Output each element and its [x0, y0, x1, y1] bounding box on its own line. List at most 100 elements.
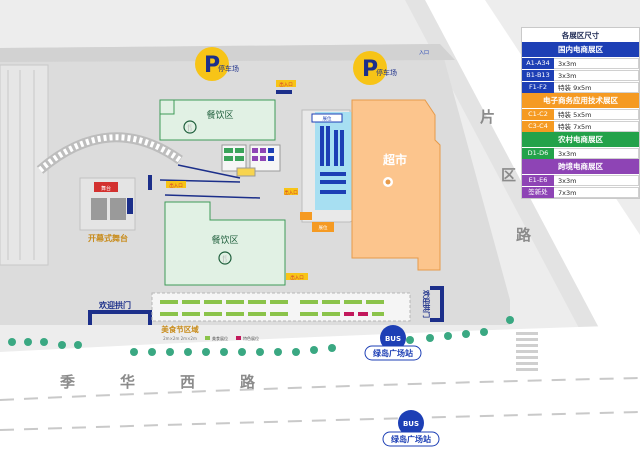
dining-bottom-label: 餐饮区	[211, 234, 238, 246]
road-east-label-1: 片	[480, 108, 495, 126]
welcome-arch-left-label: 欢迎拱门	[98, 300, 131, 310]
dining-area-top	[159, 99, 276, 141]
dining-top-label: 餐饮区	[206, 109, 233, 121]
legend-code: B1-B13	[522, 70, 554, 81]
legend-code: A1-A34	[522, 58, 554, 69]
dining-area-bottom	[164, 201, 286, 286]
booth-grid	[320, 126, 346, 194]
legend-size: 特装 5x5m	[554, 109, 639, 120]
entrance-3: 出入口	[284, 189, 298, 196]
tech-booth-1-text: 展位	[319, 224, 328, 231]
entrance-4: 出入口	[290, 274, 304, 281]
road-south-label-4: 路	[240, 373, 256, 391]
bus-stop-1-label: 绿岛广场站	[373, 348, 413, 358]
legend-size: 特装 9x5m	[554, 82, 639, 93]
legend-code: C3-C4	[522, 121, 554, 132]
entrance-tags: 出入口 出入口 出入口 出入口	[166, 80, 308, 281]
east-road-curb	[405, 0, 600, 330]
legend-code: E1-E6	[522, 175, 554, 186]
supermarket	[351, 99, 441, 271]
legend-section-header: 国内电商展区	[522, 42, 639, 57]
legend-code: F1-F2	[522, 82, 554, 93]
legend-size: 3x3m	[554, 58, 639, 69]
booth-sign	[311, 113, 343, 123]
booth-sign-text: 展位	[323, 115, 332, 122]
dining-top-corner	[159, 99, 175, 115]
utensils-icon-glyph: 🍴	[186, 123, 195, 132]
parking-right: P 停车场	[353, 51, 397, 85]
left-building-windows	[7, 70, 35, 260]
legend-size: 3x3m	[554, 70, 639, 81]
entrance-1: 出入口	[279, 81, 293, 88]
road-lane-2	[0, 411, 640, 431]
food-stalls	[160, 300, 384, 316]
legend-code: D1-D6	[522, 148, 554, 159]
road-south-label-3: 西	[180, 373, 195, 391]
cart-icon-inner	[385, 179, 391, 185]
food-legend-swatch-2	[236, 336, 241, 340]
welcome-arch-right-label: 欢迎拱门	[422, 289, 431, 318]
stage-banner-text: 舞台	[101, 185, 111, 192]
stage-banner	[94, 182, 118, 192]
legend-code: C1-C2	[522, 109, 554, 120]
parking-p-icon: P	[204, 53, 220, 78]
food-festival-zone	[151, 292, 411, 322]
tech-booth-1	[312, 222, 334, 232]
road-east-label-2: 区	[501, 166, 516, 184]
parking-p-icon-2: P	[362, 57, 378, 82]
stage-seats	[91, 198, 126, 220]
venue-edge	[0, 44, 455, 62]
road-east-label-3: 路	[516, 226, 532, 244]
stage-screen	[127, 198, 133, 214]
legend-size: 3x3m	[554, 148, 639, 159]
bus-stop-2-label: 绿岛广场站	[391, 434, 431, 444]
road-south-label-2: 华	[120, 373, 135, 391]
legend-title: 各展区尺寸	[522, 28, 639, 42]
trees	[8, 316, 514, 356]
top-entrance-label: 入口	[419, 50, 429, 56]
road-south-label-1: 季	[60, 373, 75, 391]
arch-markers	[88, 90, 444, 325]
food-legend-swatch-1	[205, 336, 210, 340]
arch-structure	[36, 132, 183, 174]
utensils-icon-2	[218, 251, 232, 265]
bus-stop-2: BUS 绿岛广场站	[382, 410, 440, 447]
legend-section-header: 农村电商展区	[522, 132, 639, 147]
legend-size: 3x3m	[554, 175, 639, 186]
walk-paths	[159, 164, 261, 199]
utensils-icon-2-glyph: 🍴	[221, 254, 230, 263]
legend-size: 7x3m	[554, 187, 639, 198]
parking-left-label: 停车场	[218, 64, 239, 73]
entrance-2: 出入口	[169, 182, 183, 189]
zebra-crossing	[516, 332, 538, 371]
legend-section-header: 跨境电商展区	[522, 159, 639, 174]
road-lane-1	[0, 377, 640, 401]
legend-code: 签新处	[522, 187, 554, 198]
bus-icon-2: BUS	[403, 420, 419, 428]
food-festival-caption: 2m×2m 2m×2m	[163, 336, 197, 341]
legend-size: 特装 7x5m	[554, 121, 639, 132]
legend-section-header: 电子商务应用技术展区	[522, 93, 639, 108]
food-legend-1: 美食展位	[212, 335, 228, 341]
parking-right-label: 停车场	[376, 68, 397, 77]
tech-booth-2	[300, 212, 312, 220]
bus-stop-1: BUS 绿岛广场站	[364, 325, 422, 361]
mid-booth-cluster	[221, 144, 281, 177]
supermarket-label: 超市	[382, 152, 407, 167]
food-festival-label: 美食节区域	[161, 324, 199, 334]
stage-label: 开幕式舞台	[88, 233, 128, 243]
south-road	[0, 325, 640, 461]
food-legend-2: 特色展位	[243, 335, 259, 341]
parking-left: P 停车场	[195, 47, 239, 81]
